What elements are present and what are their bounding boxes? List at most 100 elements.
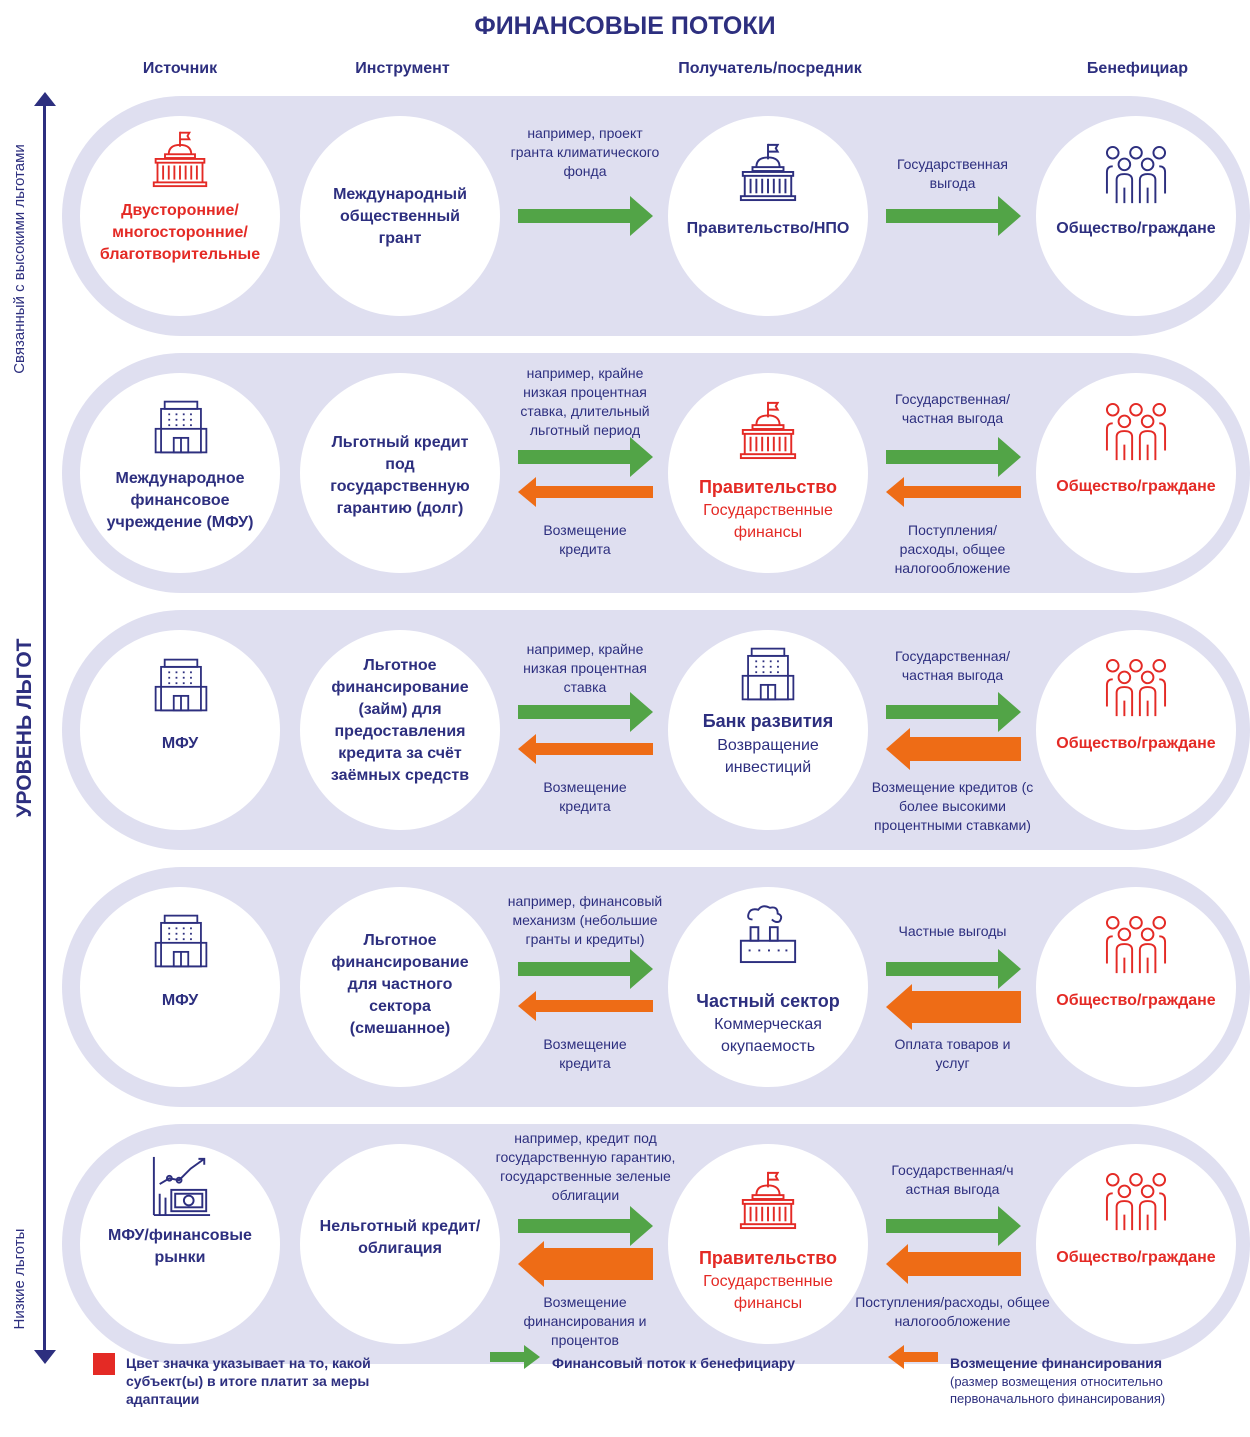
factory-icon	[737, 902, 799, 964]
green-arrow-icon	[518, 1206, 653, 1246]
flow-forward-label: например, крайне низкая процентная ставк…	[523, 641, 647, 695]
axis-bottom-label: Низкие льготы	[9, 1219, 31, 1339]
recipient-subtitle: Государственные финансы	[703, 1273, 833, 1312]
axis-title: УРОВЕНЬ ЛЬГОТ	[11, 578, 39, 878]
beneficiary-label: Общество/граждане	[1056, 735, 1216, 752]
recipient-circle	[668, 887, 868, 1087]
instrument-circle	[300, 630, 500, 830]
beneficiary-label: Общество/граждане	[1056, 1249, 1216, 1266]
legend-green-label: Финансовый поток к бенефициару	[552, 1355, 796, 1371]
recipient-title: Правительство	[698, 477, 838, 497]
flow-forward-label: например, крайне низкая процентная ставк…	[520, 365, 650, 438]
people-icon	[1105, 658, 1167, 720]
legend-orange-sublabel: (размер возмещения относительно первонач…	[950, 1374, 1166, 1406]
source-label: МФУ	[161, 992, 199, 1009]
instrument-label: Льготное финансирование (займ) для предо…	[330, 657, 470, 784]
market-chart-icon	[150, 1155, 212, 1217]
flow-return-label: Поступления/ расходы, общее налогообложе…	[894, 522, 1011, 576]
flow-forward-label: например, финансовый механизм (небольшие…	[507, 893, 663, 947]
flow-benefit-label: Государственная/ч астная выгода	[891, 1162, 1014, 1197]
office-building-icon	[152, 912, 210, 970]
column-header-recipient: Получатель/посредник	[678, 60, 862, 77]
flow-benefit-label: Государственная/ частная выгода	[895, 648, 1010, 683]
recipient-subtitle: Возвращение инвестиций	[717, 737, 819, 776]
beneficiary-circle	[1036, 116, 1236, 316]
source-circle	[80, 887, 280, 1087]
page-title: ФИНАНСОВЫЕ ПОТОКИ	[474, 12, 776, 40]
flow-repayment-label: Возмещение финансирования и процентов	[523, 1294, 647, 1348]
green-arrow-icon	[886, 196, 1021, 236]
instrument-label: Нельготный кредит/облигация	[319, 1218, 481, 1257]
recipient-title: Правительство/НПО	[686, 220, 850, 237]
people-icon	[1105, 915, 1167, 977]
orange-arrow-icon	[886, 477, 1021, 507]
government-building-icon	[150, 128, 210, 188]
flow-repayment-label: Возмещение кредита	[543, 1036, 627, 1071]
government-building-icon	[737, 140, 799, 202]
people-icon	[1105, 402, 1167, 464]
orange-arrow-icon	[518, 734, 653, 764]
flow-return-label: Возмещение кредитов (с более высокими пр…	[871, 779, 1034, 833]
legend-green-arrow-icon	[490, 1345, 540, 1369]
beneficiary-label: Общество/граждане	[1056, 992, 1216, 1009]
source-label-line: многосторонние/	[112, 224, 248, 241]
green-arrow-icon	[886, 692, 1021, 732]
orange-arrow-icon	[886, 1244, 1021, 1284]
flow-return-label: Оплата товаров и услуг	[894, 1036, 1011, 1071]
axis-arrow-up-icon	[34, 92, 56, 106]
recipient-title: Правительство	[698, 1248, 838, 1268]
green-arrow-icon	[518, 949, 653, 989]
axis-arrow-down-icon	[34, 1350, 56, 1364]
beneficiary-circle	[1036, 887, 1236, 1087]
source-label-line: Двусторонние/	[121, 202, 239, 219]
flow-benefit-label: Государственная выгода	[896, 156, 1008, 191]
column-header-beneficiary: Бенефициар	[1086, 60, 1189, 77]
office-building-icon	[152, 656, 210, 714]
recipient-subtitle: Государственные финансы	[703, 502, 833, 541]
concession-axis-line	[43, 100, 46, 1350]
recipient-title: Банк развития	[702, 711, 834, 731]
flow-return-label: Поступления/расходы, общее налогообложен…	[855, 1294, 1050, 1329]
orange-arrow-icon	[518, 477, 653, 507]
legend-orange-label: Возмещение финансирования	[950, 1355, 1163, 1371]
people-icon	[1105, 145, 1167, 207]
instrument-circle	[300, 116, 500, 316]
orange-arrow-icon	[886, 984, 1021, 1030]
recipient-title: Частный сектор	[696, 991, 840, 1011]
source-label: Двусторонние/ многосторонние/ благотвори…	[90, 200, 270, 266]
instrument-label: Льготный кредит под государственную гара…	[330, 434, 470, 517]
source-circle	[80, 630, 280, 830]
beneficiary-circle	[1036, 630, 1236, 830]
instrument-label: Международный общественный грант	[333, 186, 467, 247]
axis-top-label: Связанный с высокими льготами	[9, 99, 31, 419]
flow-benefit-label: Государственная/ частная выгода	[895, 391, 1010, 426]
instrument-circle	[300, 373, 500, 573]
orange-arrow-icon	[518, 991, 653, 1021]
green-arrow-icon	[518, 196, 653, 236]
legend-orange-arrow-icon	[888, 1345, 938, 1369]
green-arrow-icon	[886, 1206, 1021, 1246]
legend-red-square	[93, 1353, 115, 1375]
beneficiary-circle	[1036, 1144, 1236, 1344]
office-building-icon	[739, 645, 797, 703]
flow-forward-label: например, проект гранта климатического ф…	[510, 125, 660, 179]
column-header-source: Источник	[142, 60, 218, 77]
green-arrow-icon	[518, 437, 653, 477]
beneficiary-circle	[1036, 373, 1236, 573]
green-arrow-icon	[518, 692, 653, 732]
flow-repayment-label: Возмещение кредита	[543, 779, 627, 814]
recipient-subtitle: Коммерческая окупаемость	[714, 1016, 822, 1055]
office-building-icon	[152, 398, 210, 456]
instrument-circle	[300, 1144, 500, 1344]
recipient-circle	[668, 630, 868, 830]
column-header-instrument: Инструмент	[355, 60, 450, 77]
flow-benefit-label: Частные выгоды	[898, 923, 1007, 939]
legend-color-note: Цвет значка указывает на то, какой субъе…	[126, 1355, 371, 1407]
government-building-icon	[737, 1168, 799, 1230]
green-arrow-icon	[886, 437, 1021, 477]
instrument-label: Льготное финансирование для частного сек…	[331, 932, 469, 1037]
source-circle	[80, 373, 280, 573]
orange-arrow-icon	[518, 1241, 653, 1287]
source-circle	[80, 116, 280, 316]
source-label: МФУ	[161, 735, 199, 752]
